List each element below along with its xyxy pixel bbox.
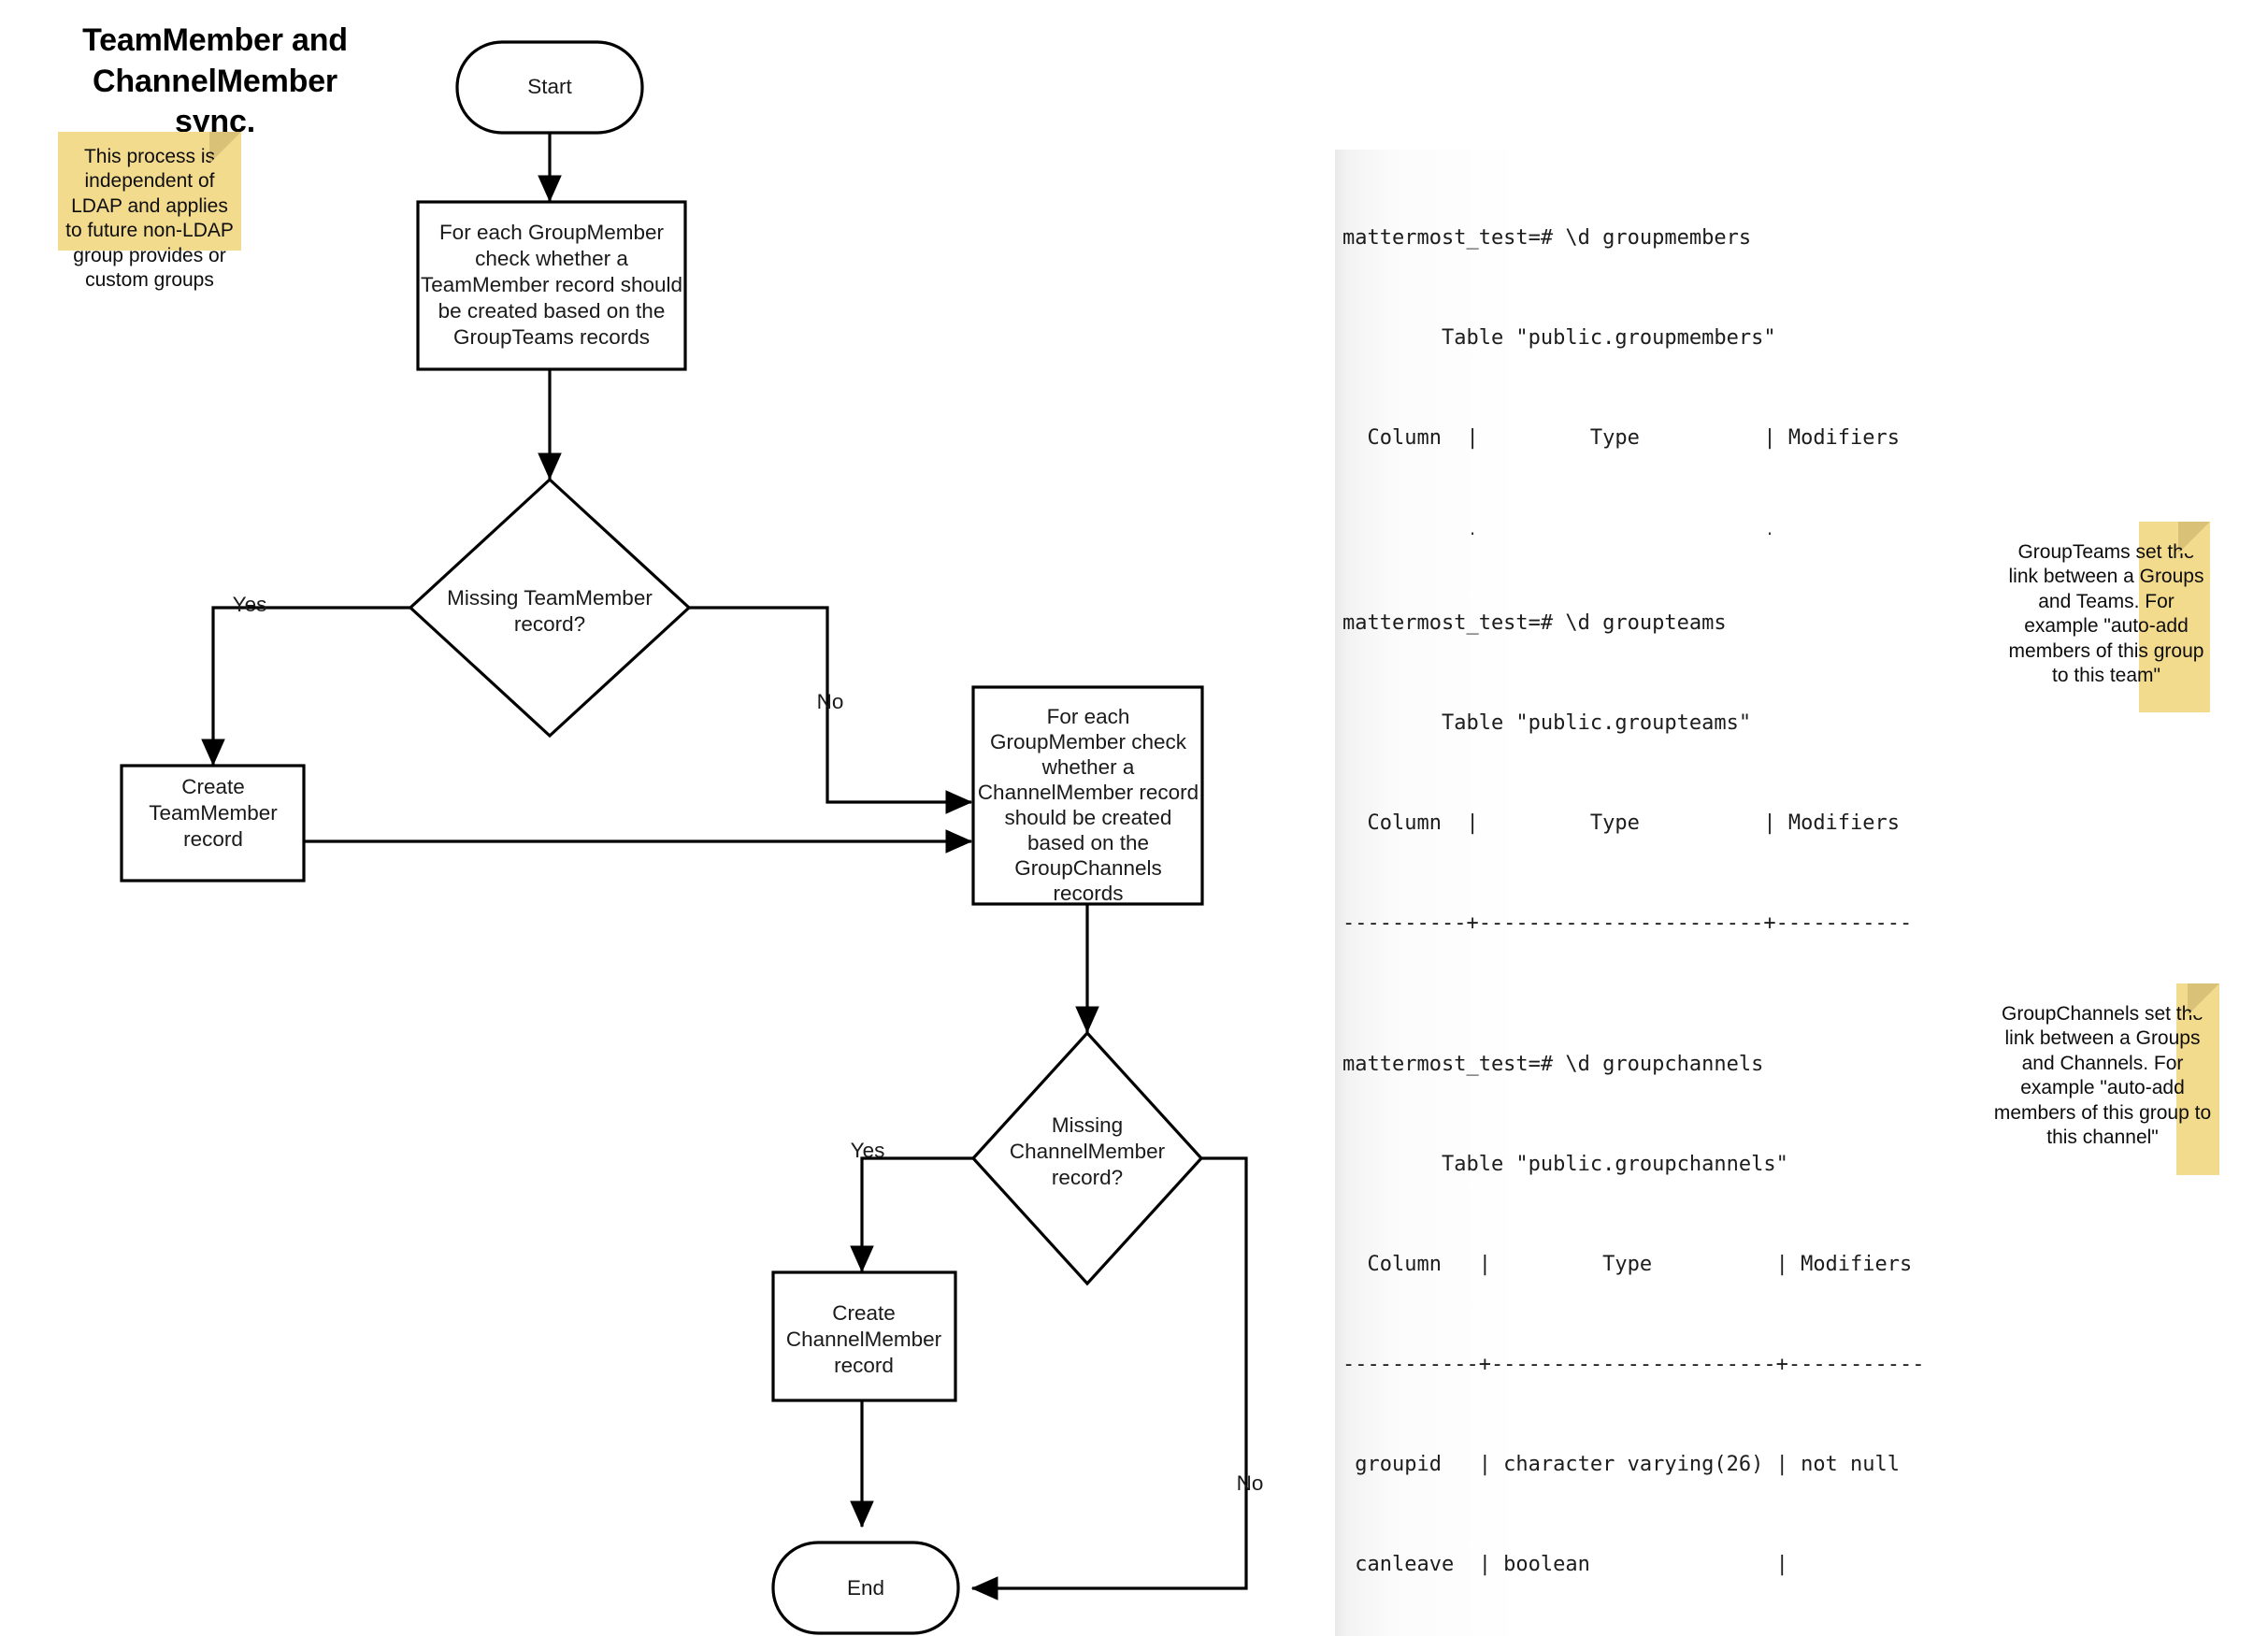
node-create-channelmember-line-1: Create xyxy=(832,1301,896,1325)
node-missing-teammember-line-1: Missing TeamMember xyxy=(447,586,653,610)
edge-label-channelmember-no: No xyxy=(1237,1471,1264,1495)
node-missing-channelmember-line-3: record? xyxy=(1052,1166,1123,1189)
terminal-line: canleave | boolean | xyxy=(1342,1552,1788,1576)
node-check-channelmember-line-4: ChannelMember record xyxy=(978,781,1199,804)
edge-channelmember-no xyxy=(970,1156,1248,1600)
node-create-teammember[interactable] xyxy=(120,764,306,883)
edge-channelmember-yes xyxy=(850,1156,973,1273)
edge-teammember-no xyxy=(689,606,973,814)
node-missing-teammember[interactable] xyxy=(408,477,692,739)
terminal-line: ----------+-----------------------+-----… xyxy=(1342,911,1913,935)
flowchart: Start For each GroupMember check whether… xyxy=(120,40,1264,1635)
terminal-panel-groupchannels: mattermost_test=# \d groupchannels Table… xyxy=(1335,976,2176,1636)
node-check-channelmember-line-6: based on the xyxy=(1027,831,1149,854)
node-check-teammember-line-1: For each GroupMember xyxy=(439,221,665,244)
terminal-line: Table "public.groupchannels" xyxy=(1342,1153,1788,1177)
node-check-teammember-line-3: TeamMember record should xyxy=(421,273,682,296)
sticky-note-text: GroupTeams set the link between a Groups… xyxy=(2008,541,2204,687)
node-check-teammember[interactable] xyxy=(416,200,687,371)
node-check-channelmember-line-2: GroupMember check xyxy=(990,730,1187,753)
node-check-channelmember-line-3: whether a xyxy=(1041,755,1135,779)
node-check-teammember-line-5: GroupTeams records xyxy=(453,325,650,349)
node-create-channelmember-line-2: ChannelMember xyxy=(786,1327,942,1351)
terminal-line: Column | Type | Modifiers xyxy=(1342,1253,1913,1276)
node-check-channelmember-line-8: records xyxy=(1053,882,1123,905)
node-end[interactable] xyxy=(771,1541,960,1635)
terminal-line: mattermost_test=# \d groupchannels xyxy=(1342,1053,1764,1077)
node-create-channelmember[interactable] xyxy=(771,1270,957,1402)
terminal-line: Column | Type | Modifiers xyxy=(1342,426,1901,450)
node-check-channelmember-line-7: GroupChannels xyxy=(1014,856,1162,880)
terminal-line: mattermost_test=# \d groupteams xyxy=(1342,611,1727,636)
node-create-teammember-line-3: record xyxy=(183,827,243,851)
node-end-label: End xyxy=(847,1576,884,1600)
terminal-line: -----------+-----------------------+----… xyxy=(1342,1352,1925,1376)
terminal-line: mattermost_test=# \d groupmembers xyxy=(1342,226,1752,251)
node-check-teammember-line-4: be created based on the xyxy=(438,299,666,323)
page-title-line-1: TeamMember and xyxy=(82,22,348,58)
terminal-line: Table "public.groupteams" xyxy=(1342,711,1752,736)
node-check-channelmember-line-5: should be created xyxy=(1005,806,1172,829)
note-fold-icon xyxy=(2188,983,2219,1015)
node-check-channelmember-line-1: For each xyxy=(1047,705,1130,728)
node-create-channelmember-line-3: record xyxy=(834,1354,894,1377)
node-check-channelmember[interactable] xyxy=(971,685,1204,906)
sticky-note-text: This process is independent of LDAP and … xyxy=(65,146,234,292)
node-check-teammember-line-2: check whether a xyxy=(475,247,628,270)
edge-label-channelmember-yes: Yes xyxy=(851,1139,885,1162)
terminal-line: Column | Type | Modifiers xyxy=(1342,811,1901,835)
page-title: TeamMember and ChannelMember sync. xyxy=(56,21,374,143)
node-start[interactable] xyxy=(455,40,644,135)
note-fold-icon xyxy=(209,132,241,164)
terminal-line: groupid | character varying(26) | not nu… xyxy=(1342,1452,1901,1476)
node-create-teammember-line-2: TeamMember xyxy=(149,801,278,825)
sticky-note-groupchannels: GroupChannels set the link between a Gro… xyxy=(1986,983,2219,1175)
node-missing-channelmember[interactable] xyxy=(970,1030,1204,1286)
sticky-note-ldap-independence: This process is independent of LDAP and … xyxy=(58,132,241,291)
page-title-line-2: ChannelMember sync. xyxy=(93,63,337,140)
node-missing-channelmember-line-2: ChannelMember xyxy=(1010,1140,1166,1163)
node-create-teammember-line-1: Create xyxy=(181,775,245,798)
node-missing-teammember-line-2: record? xyxy=(514,612,585,636)
node-missing-channelmember-line-1: Missing xyxy=(1052,1113,1123,1137)
node-start-label: Start xyxy=(527,75,572,98)
sticky-note-text: GroupChannels set the link between a Gro… xyxy=(1993,1003,2212,1149)
note-fold-icon xyxy=(2178,522,2210,553)
edge-teammember-yes xyxy=(201,606,410,767)
sticky-note-groupteams: GroupTeams set the link between a Groups… xyxy=(2002,522,2210,712)
terminal-line: Table "public.groupmembers" xyxy=(1342,326,1776,351)
edge-label-teammember-yes: Yes xyxy=(233,593,267,616)
edge-label-teammember-no: No xyxy=(817,690,844,713)
